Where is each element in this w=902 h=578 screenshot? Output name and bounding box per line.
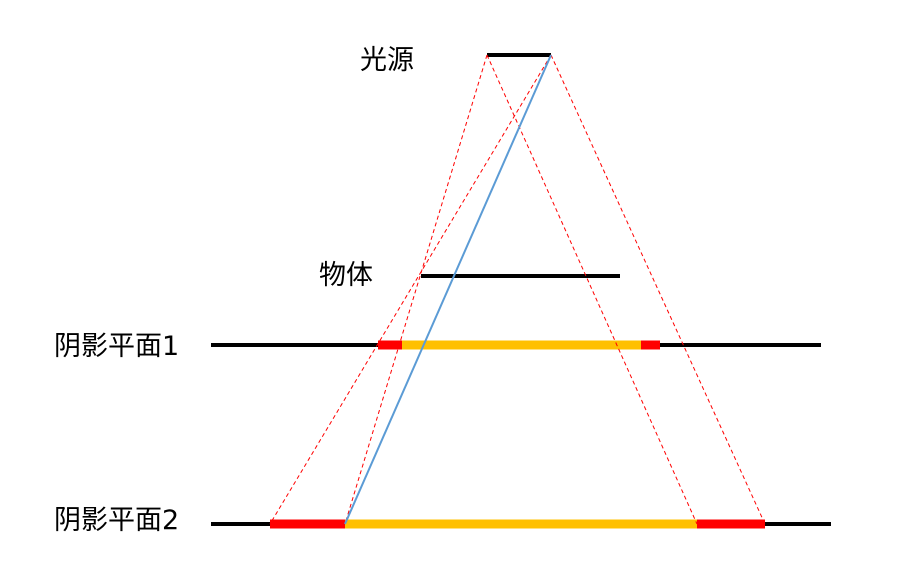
light-source-label: 光源	[360, 45, 414, 76]
shadow-plane-1-label: 阴影平面1	[54, 331, 180, 362]
sample-ray	[344, 54, 552, 525]
ray-right-light-inner	[550, 54, 766, 525]
edge-rays	[269, 54, 766, 525]
ray-left-light-inner	[344, 54, 488, 525]
ray-left-light-outer	[486, 54, 698, 525]
shadow-plane-2-label: 阴影平面2	[54, 505, 180, 536]
object-label: 物体	[319, 260, 373, 291]
ray-right-light-outer	[269, 54, 552, 525]
